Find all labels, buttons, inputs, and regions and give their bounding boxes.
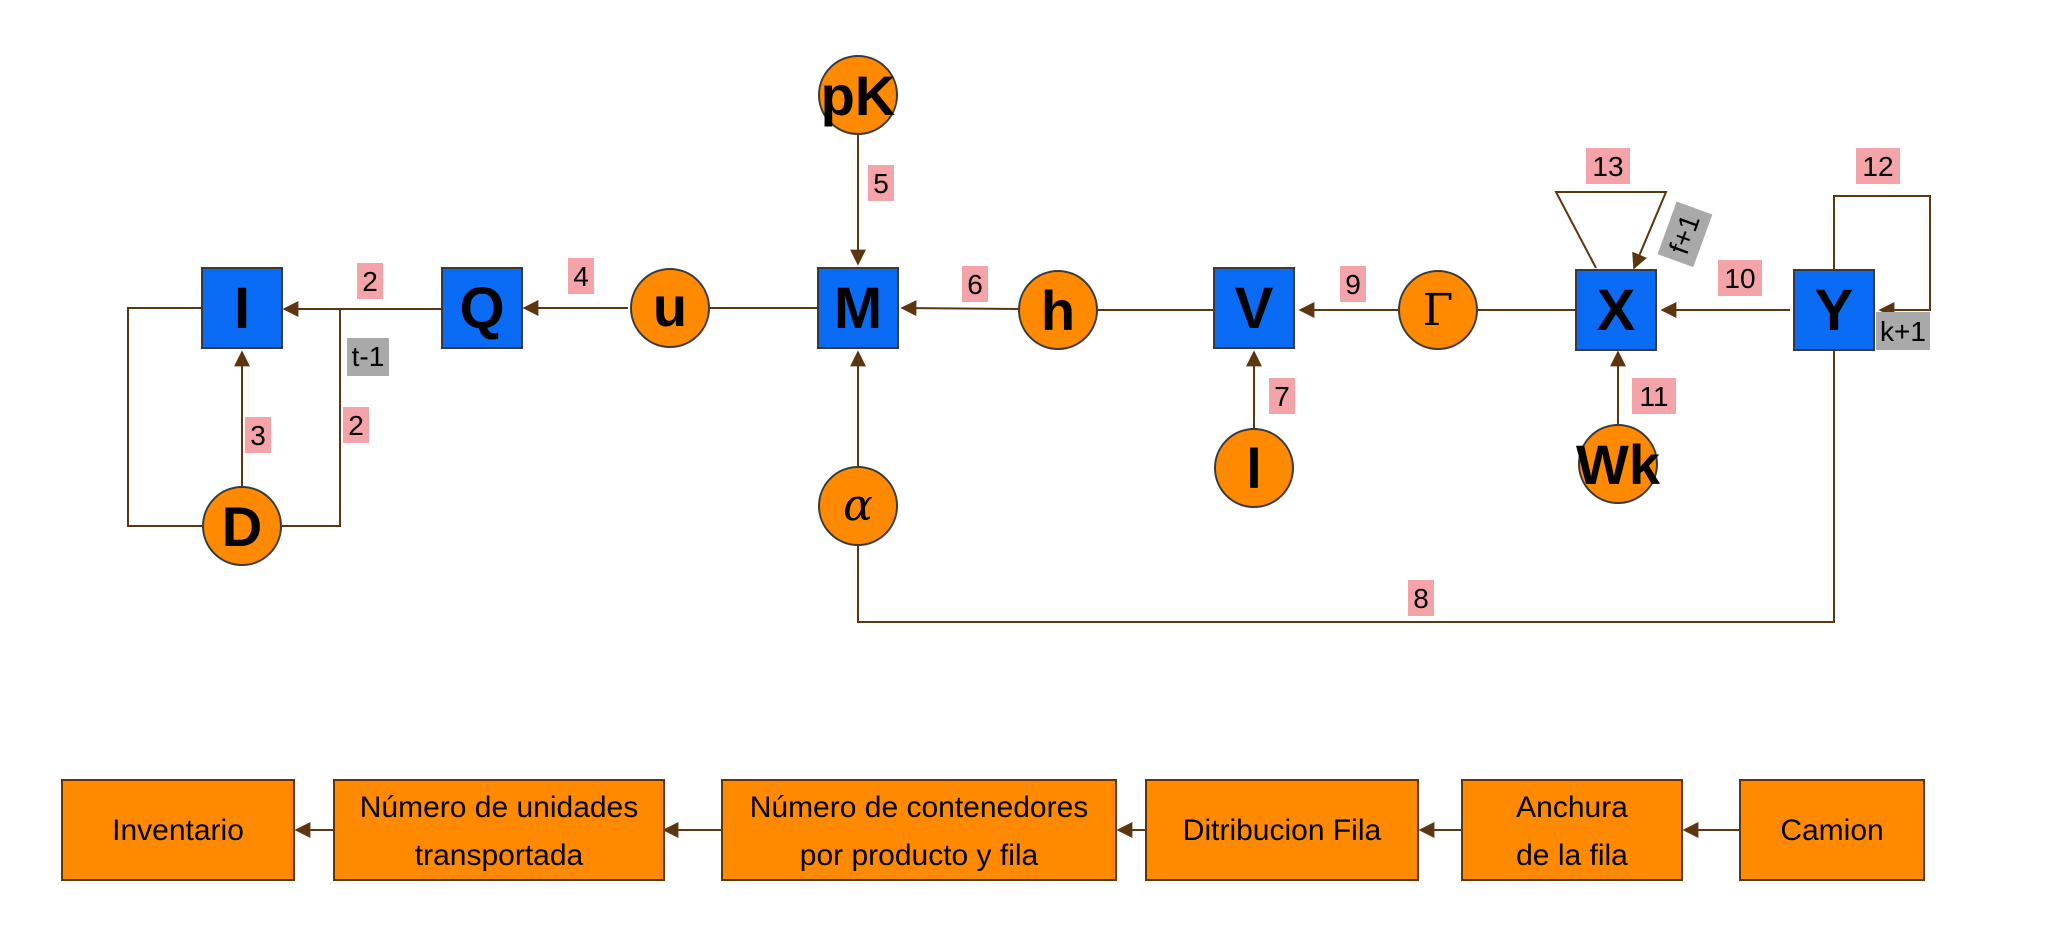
edge-y-self-loop	[1833, 195, 1931, 318]
flow-box-distribucion: Ditribucion Fila	[1145, 779, 1419, 881]
svg-text:por producto y fila: por producto y fila	[800, 839, 1039, 872]
lag-label-t: t-1	[347, 338, 389, 376]
svg-text:M: M	[834, 276, 882, 341]
svg-text:Camion: Camion	[1780, 814, 1883, 847]
edge-y-to-alpha	[857, 350, 1835, 623]
node-Wk: Wk	[1576, 424, 1661, 504]
flow-box-inventario: Inventario	[61, 779, 295, 881]
svg-text:Anchura: Anchura	[1516, 791, 1628, 824]
svg-text:11: 11	[1639, 381, 1668, 412]
edge-label-2a: 2	[357, 263, 383, 299]
svg-text:k+1: k+1	[1880, 316, 1926, 347]
flow-box-camion: Camion	[1739, 779, 1925, 881]
edge-label-10: 10	[1718, 260, 1762, 296]
node-u: u	[630, 268, 710, 348]
flow-box-anchura: Anchura de la fila	[1461, 779, 1683, 881]
node-gamma: Γ	[1398, 270, 1478, 350]
svg-text:α: α	[843, 480, 873, 531]
svg-text:3: 3	[250, 420, 266, 451]
svg-text:12: 12	[1862, 151, 1893, 182]
node-D: D	[202, 486, 282, 566]
svg-text:D: D	[222, 495, 262, 558]
node-alpha: α	[818, 466, 898, 546]
edge-label-4: 4	[568, 258, 594, 294]
svg-text:h: h	[1041, 279, 1075, 342]
svg-text:V: V	[1235, 276, 1274, 341]
svg-text:Número de contenedores: Número de contenedores	[750, 791, 1089, 824]
svg-text:9: 9	[1345, 269, 1361, 300]
svg-text:I: I	[234, 276, 250, 341]
node-h: h	[1018, 270, 1098, 350]
svg-text:13: 13	[1592, 151, 1623, 182]
edge-label-5: 5	[868, 165, 894, 201]
svg-text:Y: Y	[1815, 278, 1854, 343]
node-pK: pK	[818, 55, 898, 135]
svg-text:l: l	[1246, 437, 1262, 500]
svg-text:transportada: transportada	[415, 839, 584, 872]
svg-text:Q: Q	[459, 276, 504, 341]
svg-text:Número de unidades: Número de unidades	[360, 791, 639, 824]
svg-text:Wk: Wk	[1576, 433, 1661, 496]
svg-text:6: 6	[967, 269, 983, 300]
edge-d-i-left-loop	[127, 307, 202, 527]
svg-text:7: 7	[1274, 381, 1290, 412]
edge-label-12: 12	[1856, 148, 1900, 184]
svg-text:Inventario: Inventario	[112, 814, 244, 847]
node-X: X	[1575, 269, 1657, 351]
edge-labels: 2 2 3 4 5 6 7 8	[245, 148, 1900, 616]
svg-text:2: 2	[362, 266, 378, 297]
edge-d-to-i-lagged	[282, 308, 341, 527]
edge-label-9: 9	[1340, 266, 1366, 302]
node-Q: Q	[441, 267, 523, 349]
edge-label-7: 7	[1269, 378, 1295, 414]
svg-text:5: 5	[873, 168, 889, 199]
svg-text:X: X	[1597, 278, 1636, 343]
flow-box-unidades: Número de unidades transportada	[333, 779, 665, 881]
svg-text:u: u	[653, 275, 687, 338]
edge-label-8: 8	[1408, 580, 1434, 616]
node-M: M	[817, 267, 899, 349]
svg-text:2: 2	[348, 410, 364, 441]
node-l: l	[1214, 428, 1294, 508]
svg-text:10: 10	[1724, 263, 1755, 294]
edge-label-13: 13	[1586, 148, 1630, 184]
svg-text:Γ: Γ	[1423, 285, 1454, 336]
edge-label-2b: 2	[343, 407, 369, 443]
flow-box-contenedores: Número de contenedores por producto y fi…	[721, 779, 1117, 881]
node-Y: Y	[1793, 269, 1875, 351]
edge-h-to-m	[900, 300, 1019, 317]
svg-text:4: 4	[573, 261, 589, 292]
lag-label-f: f+1	[1657, 201, 1713, 268]
svg-text:pK: pK	[821, 64, 896, 127]
edge-x-self-loop	[1554, 191, 1668, 270]
svg-text:Ditribucion Fila: Ditribucion Fila	[1183, 814, 1382, 847]
svg-text:de la fila: de la fila	[1516, 839, 1628, 872]
svg-text:8: 8	[1413, 583, 1429, 614]
lag-label-k: k+1	[1876, 312, 1930, 350]
edge-label-3: 3	[245, 417, 271, 453]
node-I: I	[201, 267, 283, 349]
edge-label-6: 6	[962, 266, 988, 302]
svg-text:t-1: t-1	[352, 341, 385, 372]
node-V: V	[1213, 267, 1295, 349]
edge-label-11: 11	[1632, 378, 1676, 414]
